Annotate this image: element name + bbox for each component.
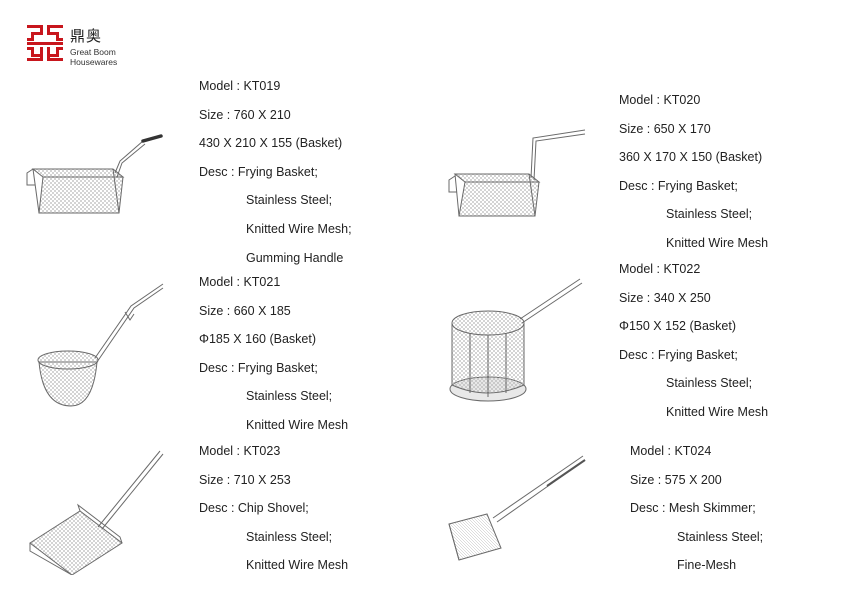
desc-label: Desc : Frying Basket;: [199, 164, 318, 179]
chip-shovel-icon: [29, 450, 164, 575]
size-label: Size : 650 X 170: [619, 121, 711, 136]
desc-line: Stainless Steel;: [666, 207, 753, 222]
model-label: Model : KT023: [199, 444, 281, 458]
frying-basket-rect-gum-handle-icon: [26, 134, 163, 214]
product-spec-kt021: Model : KT021 Size : 660 X 185 Φ185 X 16…: [199, 268, 348, 440]
product-spec-kt024: Model : KT024 Size : 575 X 200 Desc : Me…: [630, 437, 763, 580]
desc-line: Fine-Mesh: [677, 558, 737, 573]
product-image-kt023: [28, 447, 166, 575]
size-label: Size : 710 X 253: [199, 472, 291, 487]
product-image-kt021: [35, 282, 167, 410]
size-label: Size : 575 X 200: [630, 472, 722, 487]
model-label: Model : KT021: [199, 275, 281, 289]
desc-label: Desc : Frying Basket;: [199, 360, 318, 375]
product-image-kt022: [448, 277, 584, 407]
desc-line: Knitted Wire Mesh: [666, 404, 769, 419]
mesh-skimmer-icon: [448, 455, 586, 561]
basket-size-label: 430 X 210 X 155 (Basket): [199, 136, 343, 151]
basket-size-label: Φ150 X 152 (Basket): [619, 319, 736, 334]
product-spec-kt022: Model : KT022 Size : 340 X 250 Φ150 X 15…: [619, 255, 768, 427]
brand-english-name-line2: Housewares: [70, 57, 118, 67]
frying-basket-rect-icon: [448, 129, 586, 217]
basket-size-label: Φ185 X 160 (Basket): [199, 332, 316, 347]
brand-logo-mark: [27, 25, 63, 61]
desc-line: Stainless Steel;: [666, 376, 753, 391]
desc-label: Desc : Frying Basket;: [619, 347, 738, 362]
desc-line: Knitted Wire Mesh: [246, 417, 349, 432]
product-image-kt024: [447, 452, 589, 562]
desc-line: Stainless Steel;: [246, 389, 333, 404]
model-label: Model : KT019: [199, 79, 281, 93]
product-spec-kt023: Model : KT023 Size : 710 X 253 Desc : Ch…: [199, 437, 348, 580]
product-image-kt019: [25, 133, 170, 218]
desc-line: Gumming Handle: [246, 250, 344, 265]
model-label: Model : KT024: [630, 444, 712, 458]
basket-size-label: 360 X 170 X 150 (Basket): [619, 150, 763, 165]
product-spec-kt020: Model : KT020 Size : 650 X 170 360 X 170…: [619, 86, 768, 258]
desc-line: Knitted Wire Mesh;: [246, 221, 352, 236]
brand-english-name-line1: Great Boom: [70, 47, 116, 57]
model-label: Model : KT022: [619, 262, 701, 276]
frying-basket-cylinder-icon: [449, 278, 583, 402]
desc-label: Desc : Mesh Skimmer;: [630, 501, 756, 516]
desc-label: Desc : Frying Basket;: [619, 178, 738, 193]
size-label: Size : 660 X 185: [199, 303, 291, 318]
frying-basket-round-long-handle-icon: [37, 283, 164, 407]
size-label: Size : 340 X 250: [619, 290, 711, 305]
desc-line: Stainless Steel;: [246, 529, 333, 544]
size-label: Size : 760 X 210: [199, 107, 291, 122]
desc-line: Knitted Wire Mesh: [666, 235, 769, 250]
desc-line: Stainless Steel;: [677, 529, 764, 544]
brand-chinese-name: 鼎奥: [70, 27, 103, 45]
desc-line: Stainless Steel;: [246, 193, 333, 208]
product-spec-kt019: Model : KT019 Size : 760 X 210 430 X 210…: [199, 72, 352, 272]
brand-logo: 鼎奥 Great Boom Housewares: [27, 25, 137, 67]
product-image-kt020: [447, 128, 589, 220]
desc-label: Desc : Chip Shovel;: [199, 501, 309, 516]
model-label: Model : KT020: [619, 93, 701, 107]
desc-line: Knitted Wire Mesh: [246, 558, 349, 573]
